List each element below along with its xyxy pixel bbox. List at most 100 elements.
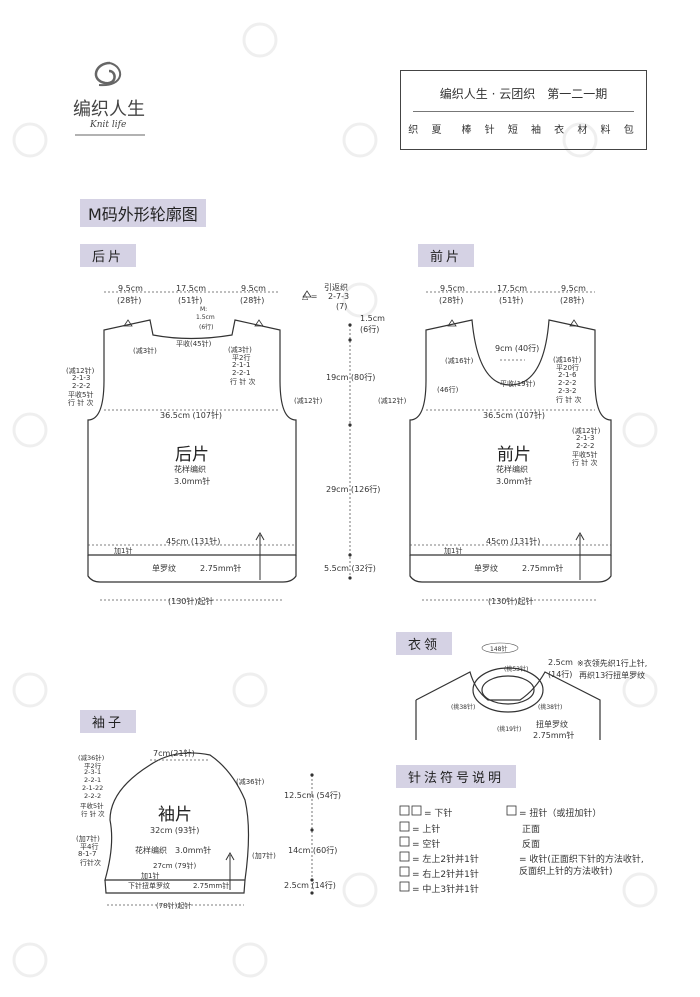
collar-body xyxy=(415,671,601,740)
front-rib xyxy=(409,555,612,583)
front-armhole-left: (减12针) xyxy=(378,397,407,405)
back-neck-cm: 17.5cm xyxy=(176,284,207,293)
legend-bindoff-2: 反面织上针的方法收针) xyxy=(519,867,613,877)
back-hem-width: 45cm (131针) xyxy=(166,537,221,546)
front-neck-row1: 平20行 xyxy=(556,364,579,372)
front-shoulder-r-st: (28针) xyxy=(560,296,585,305)
sleeve-width2: 27cm (79针) xyxy=(153,862,197,870)
height-rib: 5.5cm (32行) xyxy=(324,564,376,573)
triangle-symbol: △ = xyxy=(302,292,318,301)
issue-subtitle: 织 夏 棒 针 短 袖 衣 材 料 包 xyxy=(408,125,639,136)
sleeve-stitch: 花样编织 xyxy=(135,846,167,855)
back-neck-rows: (6行) xyxy=(199,324,214,331)
collar-height-cm: 2.5cm xyxy=(548,658,573,667)
front-rib-needle: 2.75mm针 xyxy=(522,564,564,573)
back-shoulder-legend: 行 针 次 xyxy=(230,378,256,386)
front-needle: 3.0mm针 xyxy=(496,477,533,486)
short-row-note: 引返织 xyxy=(324,283,348,292)
back-shoulder-row1: 平2行 xyxy=(232,354,251,362)
sleeve-rib-height: 2.5cm (14行) xyxy=(284,881,336,890)
title-divider xyxy=(413,111,634,112)
height-neck-cm: 1.5cm xyxy=(360,314,385,323)
back-armhole-dec: (减12针) xyxy=(66,367,95,375)
legend-bindoff: = 收针(正面织下针的方法收针, xyxy=(519,855,644,865)
front-armhole-row1: 2-1-3 xyxy=(576,434,595,442)
sleeve-inc-legend: 行针次 xyxy=(80,859,101,867)
front-armhole-legend: 行 针 次 xyxy=(572,459,598,467)
legend-knit: = 下针 xyxy=(424,809,453,819)
back-add: 加1针 xyxy=(114,547,133,555)
back-armhole-row2: 2-2-2 xyxy=(72,382,91,390)
collar-pick-front: (挑19针) xyxy=(497,726,522,733)
back-shoulder-l-st: (28针) xyxy=(117,296,142,305)
sleeve-top-row4: 2-1-22 xyxy=(82,784,104,792)
back-armhole-legend: 行 针 次 xyxy=(68,399,94,407)
collar-pick-back: (挑53针) xyxy=(504,666,529,673)
back-neck-bind: 平收(45针) xyxy=(176,340,212,348)
legend-twist: = 扭针（或扭加针） xyxy=(519,809,602,819)
sleeve-top: 7cm(21针) xyxy=(153,749,195,758)
sleeve-top-row1: 平2行 xyxy=(84,762,102,770)
back-rib-label: 单罗纹 xyxy=(152,564,176,573)
front-armhole-row3: 平收5针 xyxy=(572,451,598,459)
back-tag: 后片 xyxy=(80,244,137,267)
back-armhole-row3: 平收5针 xyxy=(68,391,94,399)
collar-rib-needle: 2.75mm针 xyxy=(533,731,575,740)
back-neck-st: (51针) xyxy=(178,296,203,305)
front-neck-depth: 9cm (40行) xyxy=(495,344,540,353)
short-row-values: 2-7-3 xyxy=(328,292,350,301)
logo-sub: Knit life xyxy=(90,120,127,130)
collar-rib: 扭单罗纹 xyxy=(536,720,568,729)
back-needle: 3.0mm针 xyxy=(174,477,211,486)
front-neck-right-dec: (减16针) xyxy=(553,356,582,364)
legend-rs: 正面 xyxy=(522,825,541,835)
front-add: 加1针 xyxy=(444,547,463,555)
collar-pick-left: (挑38针) xyxy=(451,704,476,711)
sleeve-outline xyxy=(104,752,250,881)
collar-pick-right: (挑38针) xyxy=(538,704,563,711)
front-neck-st: (51针) xyxy=(499,296,524,305)
sleeve-cast-on: (78针)起针 xyxy=(156,902,192,910)
collar-note1: ※衣领先织1行上针, xyxy=(577,659,648,668)
yarn-swirl-icon xyxy=(75,61,145,136)
sleeve-top-row6: 平收5针 xyxy=(80,802,104,810)
back-name: 后片 xyxy=(175,445,209,465)
brand-logo: 编织人生 Knit life xyxy=(55,55,165,145)
front-bust: 36.5cm (107针) xyxy=(483,411,546,420)
front-hem-width: 45cm (131针) xyxy=(486,537,541,546)
sleeve-width: 32cm (93针) xyxy=(150,826,200,835)
front-cast-on: (130针)起针 xyxy=(488,597,534,606)
sleeve-add: 加1针 xyxy=(141,872,160,880)
sleeve-rib-needle: 2.75mm针 xyxy=(193,882,230,890)
front-neck-row3: 2-2-2 xyxy=(558,379,577,387)
back-shoulder-r-cm: 9.5cm xyxy=(241,284,266,293)
back-bust: 36.5cm (107针) xyxy=(160,411,223,420)
sleeve-top-row3: 2-2-1 xyxy=(84,776,102,784)
legend-purl: = 上针 xyxy=(412,825,441,835)
back-neck-depth: 1.5cm xyxy=(196,314,215,321)
back-rib-needle: 2.75mm针 xyxy=(200,564,242,573)
collar-148: 148针 xyxy=(490,646,508,653)
back-outline xyxy=(87,319,297,556)
issue-title-box: 编织人生 · 云团织 第一二一期 织 夏 棒 针 短 袖 衣 材 料 包 xyxy=(400,70,647,150)
collar-height-rows: (14行) xyxy=(548,670,573,679)
front-rib-label: 单罗纹 xyxy=(474,564,498,573)
sleeve-top-dec: (减36针) xyxy=(78,754,105,762)
back-shoulder-left-dec: (减3针) xyxy=(133,347,157,355)
sleeve-cap-height: 12.5cm (54行) xyxy=(284,791,341,800)
sleeve-rib xyxy=(104,879,246,894)
page-title: M码外形轮廓图 xyxy=(80,199,206,227)
sleeve-top-row5: 2-2-2 xyxy=(84,792,102,800)
front-neck-left: (减16针) xyxy=(445,357,474,365)
back-armhole-row1: 2-1-3 xyxy=(72,374,91,382)
sleeve-right-inc: (加7针) xyxy=(252,852,276,860)
height-body: 29cm (126行) xyxy=(326,485,381,494)
sleeve-inc-row1: 平4行 xyxy=(80,843,99,851)
logo-name: 编织人生 xyxy=(73,99,145,120)
back-cast-on: (130针)起针 xyxy=(168,597,214,606)
sleeve-inc-row2: 8-1-7 xyxy=(78,850,97,858)
front-shoulder-r-cm: 9.5cm xyxy=(561,284,586,293)
height-armhole: 19cm (80行) xyxy=(326,373,376,382)
